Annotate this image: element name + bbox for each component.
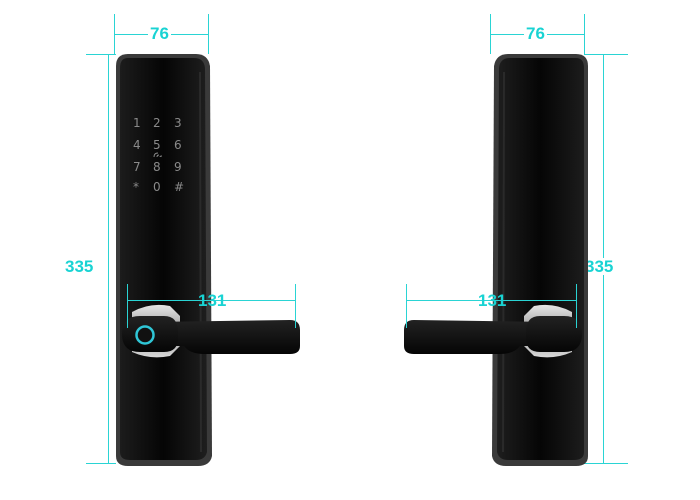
front-height-line <box>108 54 109 464</box>
keypad-key[interactable]: 8 <box>153 160 161 174</box>
front-height-ext-top <box>86 54 116 55</box>
keypad-key[interactable]: 7 <box>133 160 141 174</box>
back-width-label: 76 <box>524 24 547 43</box>
front-height-label: 335 <box>64 257 95 276</box>
front-handle-ext-left <box>127 284 128 328</box>
back-handle-label: 131 <box>478 291 507 310</box>
back-handle[interactable] <box>402 302 584 364</box>
keypad-key[interactable]: 5 <box>153 138 161 152</box>
keypad-key[interactable]: 4 <box>133 138 141 152</box>
fingerprint-icon[interactable] <box>134 324 156 346</box>
keypad-key[interactable]: 1 <box>133 116 141 130</box>
keypad-key[interactable]: * <box>133 180 139 194</box>
front-lock-panel <box>116 54 212 466</box>
back-handle-line <box>406 300 577 301</box>
back-lock-panel <box>492 54 588 466</box>
keypad-key[interactable]: 0 <box>153 180 161 194</box>
keypad-key[interactable]: # <box>174 180 185 194</box>
front-handle-ext-right <box>295 284 296 328</box>
front-height-ext-bottom <box>86 463 116 464</box>
card-reader-icon <box>153 152 163 158</box>
front-handle-line <box>127 300 296 301</box>
back-height-ext-bottom <box>584 463 628 464</box>
back-handle-ext-right <box>576 284 577 328</box>
keypad-key[interactable]: 9 <box>174 160 182 174</box>
back-height-label: 335 <box>584 257 615 276</box>
front-handle-label: 131 <box>198 291 227 310</box>
back-height-ext-top <box>584 54 628 55</box>
keypad-key[interactable]: 3 <box>174 116 182 130</box>
back-handle-ext-left <box>406 284 407 328</box>
keypad-key[interactable]: 6 <box>174 138 182 152</box>
front-width-label: 76 <box>148 24 171 43</box>
keypad-key[interactable]: 2 <box>153 116 161 130</box>
